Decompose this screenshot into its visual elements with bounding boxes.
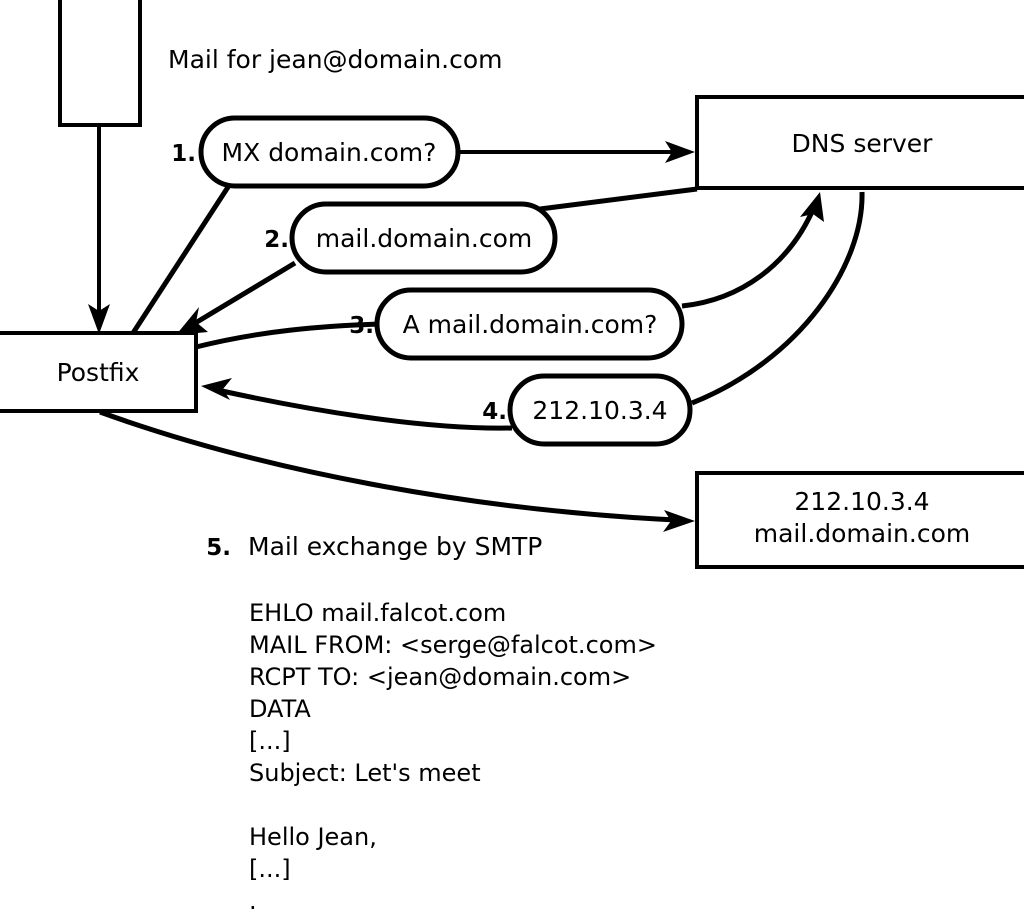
step-4-number: 4. [482,399,507,425]
smtp-transcript: EHLO mail.falcot.com MAIL FROM: <serge@f… [249,599,657,915]
step-4[interactable]: 4. 212.10.3.4 [482,373,693,447]
smtp-line: DATA [249,695,311,723]
smtp-line: EHLO mail.falcot.com [249,599,506,627]
smtp-line: MAIL FROM: <serge@falcot.com> [249,631,657,659]
edge-source-to-postfix [88,125,110,334]
step-3[interactable]: 3. A mail.domain.com? [349,287,685,361]
edge-step3-to-dns [681,192,824,309]
step-1[interactable]: 1. MX domain.com? [171,115,461,189]
edge-postfix-to-step3 [195,321,381,350]
step-2[interactable]: 2. mail.domain.com [264,201,558,275]
edge-dns-to-step4 [691,191,865,406]
node-mail-server-hostname: mail.domain.com [754,519,970,548]
smtp-line: Subject: Let's meet [249,759,481,787]
step-2-number: 2. [264,227,289,253]
step-2-bubble[interactable] [289,201,558,275]
smtp-line: Hello Jean, [249,823,377,851]
node-mail-server-ip: 212.10.3.4 [794,487,929,516]
diagram-title: Mail for jean@domain.com [168,45,503,74]
node-source-box[interactable] [58,0,142,127]
smtp-line: RCPT TO: <jean@domain.com> [249,663,631,691]
smtp-line: [...] [249,855,291,883]
node-postfix-label: Postfix [57,358,140,387]
edge-postfix-to-mailserver [99,409,695,532]
step-1-bubble[interactable] [198,115,461,189]
step-4-bubble[interactable] [507,373,693,447]
edge-postfix-to-step1 [130,182,233,335]
edge-step4-to-postfix [201,378,513,431]
node-dns-server[interactable]: DNS server [695,95,1024,190]
step-2-label: mail.domain.com [316,224,532,253]
edge-step1-to-dns [458,141,695,163]
step-4-label: 212.10.3.4 [532,396,667,425]
step-3-label: A mail.domain.com? [403,310,658,339]
edge-step2-to-postfix [176,260,297,335]
node-postfix[interactable]: Postfix [0,331,198,413]
step-5-label: Mail exchange by SMTP [248,532,542,561]
node-dns-server-label: DNS server [792,129,934,158]
step-3-number: 3. [349,313,374,339]
edge-dns-to-step2 [539,186,698,212]
step-1-label: MX domain.com? [222,138,437,167]
node-mail-server[interactable]: 212.10.3.4 mail.domain.com [695,471,1024,569]
step-5-number: 5. [206,535,231,561]
smtp-line: [...] [249,727,291,755]
step-1-number: 1. [171,141,196,167]
step-3-bubble[interactable] [374,287,685,361]
smtp-line: . [249,887,257,915]
